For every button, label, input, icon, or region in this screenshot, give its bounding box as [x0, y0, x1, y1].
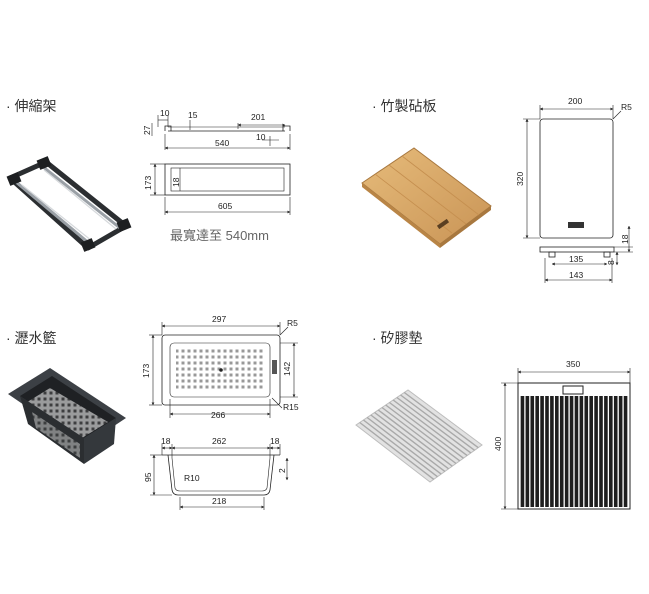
mat-ridge	[385, 404, 461, 462]
mat-stripe	[545, 396, 549, 507]
mat-ridge	[366, 416, 442, 475]
mat-stripe	[574, 396, 579, 507]
dim-540: 540	[215, 138, 229, 148]
mat-ridge	[400, 394, 475, 451]
mat-stripe	[623, 396, 628, 507]
dim-350: 350	[566, 359, 580, 369]
mat-stripe	[599, 396, 603, 507]
cutting-board-side-drawing	[539, 225, 633, 283]
mat-stripe	[609, 396, 613, 507]
dim-18-board: 18	[620, 234, 630, 244]
dim-297: 297	[212, 314, 226, 324]
dim-605: 605	[218, 201, 232, 211]
dim-r10: R10	[184, 473, 200, 483]
dim-18b-basket: 18	[270, 436, 280, 446]
dim-142: 142	[282, 362, 292, 376]
silicone-mat-plan-drawing	[501, 368, 631, 510]
dim-18: 18	[171, 177, 181, 187]
drain-basket-illustration	[8, 368, 126, 464]
section-expand-rack: · 伸縮架	[6, 98, 291, 252]
mat-stripe	[594, 396, 598, 507]
mat-ridge	[370, 414, 446, 472]
mat-stripe	[613, 396, 618, 507]
dim-200: 200	[568, 96, 582, 106]
dim-r5-board: R5	[621, 102, 632, 112]
dim-135: 135	[569, 254, 583, 264]
dim-173-basket: 173	[141, 364, 151, 378]
silicone-mat-illustration	[355, 389, 483, 483]
section-silicone-mat: · 矽膠墊 350 400	[355, 330, 631, 510]
dim-10a: 10	[160, 108, 170, 118]
dim-320: 320	[515, 172, 525, 186]
expand-rack-title: · 伸縮架	[6, 98, 57, 114]
silicone-mat-title: · 矽膠墊	[372, 330, 423, 346]
expand-rack-illustration	[6, 156, 132, 252]
mat-stripe	[559, 396, 564, 507]
dim-400: 400	[493, 437, 503, 451]
mat-stripe	[579, 396, 584, 507]
mat-ridge	[374, 411, 449, 470]
dim-18a-basket: 18	[161, 436, 171, 446]
dim-27: 27	[142, 125, 152, 135]
cutting-board-title: · 竹製砧板	[372, 98, 437, 114]
mat-stripe	[604, 396, 608, 507]
mat-stripe	[618, 396, 623, 507]
dim-262: 262	[212, 436, 226, 446]
mat-ridge	[389, 401, 464, 459]
dim-r15: R15	[283, 402, 299, 412]
drain-basket-section-drawing	[150, 444, 289, 510]
mat-stripe	[535, 396, 539, 507]
mat-stripe	[530, 396, 535, 507]
dim-95: 95	[143, 472, 153, 482]
dim-218: 218	[212, 496, 226, 506]
mat-stripe	[520, 396, 525, 507]
expand-rack-note: 最寬達至 540mm	[170, 228, 269, 243]
mat-stripe	[569, 396, 574, 507]
mat-ridge	[403, 391, 479, 449]
dim-201: 201	[251, 112, 265, 122]
dim-15: 15	[188, 110, 198, 120]
cutting-board-illustration	[361, 147, 492, 248]
dim-10b: 10	[256, 132, 266, 142]
section-cutting-board: · 竹製砧板 200 R5 320	[361, 96, 633, 283]
expand-rack-plan-drawing	[150, 163, 291, 215]
drain-basket-title: · 瀝水籃	[6, 330, 57, 346]
mat-ridge	[363, 419, 438, 478]
mat-stripe	[525, 396, 530, 507]
section-drain-basket: · 瀝水籃	[6, 314, 299, 510]
dim-266: 266	[211, 410, 225, 420]
mat-stripe	[564, 396, 569, 507]
mat-stripe	[589, 396, 593, 507]
dim-2: 2	[277, 468, 287, 473]
mat-stripe	[550, 396, 554, 507]
mat-ridge	[381, 406, 457, 465]
expand-rack-profile-drawing	[151, 115, 291, 150]
cutting-board-plan-drawing	[523, 105, 622, 239]
dim-173: 173	[143, 176, 153, 190]
dim-8: 8	[606, 260, 616, 265]
mat-ridge	[359, 421, 435, 480]
dim-143: 143	[569, 270, 583, 280]
drain-basket-plan-drawing	[149, 322, 298, 418]
mat-stripe	[555, 396, 559, 507]
mat-ridge	[396, 396, 472, 454]
dim-r5-basket: R5	[287, 318, 298, 328]
mat-ridge	[377, 409, 453, 467]
mat-stripe	[540, 396, 544, 507]
mat-ridge	[392, 399, 468, 457]
mat-stripe	[584, 396, 589, 507]
